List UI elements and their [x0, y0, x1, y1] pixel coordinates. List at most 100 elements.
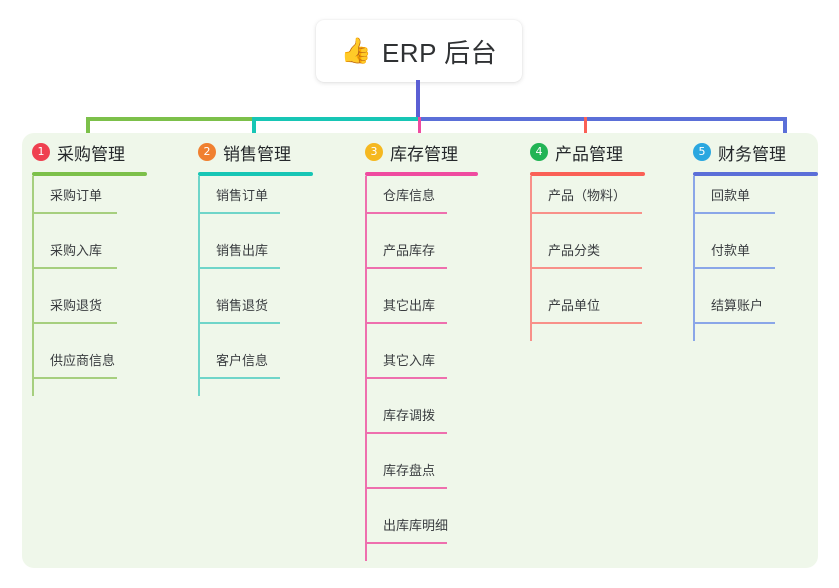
- branch-item-label: 结算账户: [711, 298, 764, 313]
- branch-item[interactable]: 出库库明细: [355, 506, 478, 561]
- branch-item-label: 产品单位: [548, 298, 601, 313]
- branch-item-underline: [32, 322, 117, 324]
- branch-item[interactable]: 客户信息: [188, 341, 313, 396]
- branch-item[interactable]: 付款单: [683, 231, 818, 286]
- branch-item-label: 销售出库: [216, 243, 269, 258]
- mindmap-panel: [22, 133, 818, 568]
- thumbs-up-icon: 👍: [340, 36, 372, 65]
- branch-item-label: 库存调拨: [383, 408, 436, 423]
- branch-trunk-line: [693, 176, 695, 341]
- root-node-title: ERP 后台: [381, 37, 498, 68]
- branch-header-2[interactable]: 2 销售管理: [188, 140, 313, 164]
- branch-column-1: 1 采购管理采购订单采购入库采购退货供应商信息: [22, 140, 147, 396]
- branch-item-label: 回款单: [711, 188, 751, 203]
- branch-item-label: 产品（物料）: [548, 188, 627, 203]
- branch-item-underline: [693, 212, 775, 214]
- branch-title: 产品管理: [555, 144, 623, 164]
- branch-item-underline: [365, 542, 447, 544]
- branch-item-underline: [693, 322, 775, 324]
- branch-item-underline: [365, 212, 447, 214]
- branch-item[interactable]: 产品（物料）: [520, 176, 645, 231]
- branch-trunk-line: [32, 176, 34, 396]
- branch-item-underline: [365, 377, 447, 379]
- branch-number-badge: 4: [530, 143, 548, 161]
- branch-item[interactable]: 采购订单: [22, 176, 147, 231]
- branch-title: 库存管理: [390, 144, 458, 164]
- branch-header-4[interactable]: 4 产品管理: [520, 140, 645, 164]
- branch-item[interactable]: 库存盘点: [355, 451, 478, 506]
- connector-bus-blue: [418, 117, 786, 121]
- branch-column-5: 5 财务管理回款单付款单结算账户: [683, 140, 818, 341]
- branch-item[interactable]: 采购入库: [22, 231, 147, 286]
- branch-column-4: 4 产品管理产品（物料） 产品分类产品单位: [520, 140, 645, 341]
- connector-root-stem: [416, 80, 420, 120]
- branch-items-4: 产品（物料） 产品分类产品单位: [520, 176, 645, 341]
- branch-number-badge: 5: [693, 143, 711, 161]
- branch-item-label: 销售订单: [216, 188, 269, 203]
- branch-item[interactable]: 供应商信息: [22, 341, 147, 396]
- branch-item-underline: [530, 322, 642, 324]
- branch-item-label: 库存盘点: [383, 463, 436, 478]
- branch-item[interactable]: 产品分类: [520, 231, 645, 286]
- root-node-content: 👍 ERP 后台: [341, 33, 497, 70]
- branch-header-underline: [693, 172, 818, 176]
- branch-item-underline: [365, 432, 447, 434]
- branch-item-label: 销售退货: [216, 298, 269, 313]
- branch-item-label: 客户信息: [216, 353, 269, 368]
- branch-title: 财务管理: [718, 144, 786, 164]
- branch-items-5: 回款单付款单结算账户: [683, 176, 818, 341]
- branch-item[interactable]: 产品单位: [520, 286, 645, 341]
- branch-item-label: 供应商信息: [50, 353, 116, 368]
- branch-header-1[interactable]: 1 采购管理: [22, 140, 147, 164]
- branch-header-underline: [32, 172, 147, 176]
- connector-bus-green: [86, 117, 254, 121]
- branch-trunk-line: [198, 176, 200, 396]
- branch-header-underline: [198, 172, 313, 176]
- connector-bus-teal: [252, 117, 420, 121]
- branch-item[interactable]: 销售订单: [188, 176, 313, 231]
- branch-item-label: 采购退货: [50, 298, 103, 313]
- branch-item[interactable]: 结算账户: [683, 286, 818, 341]
- branch-item-underline: [198, 267, 280, 269]
- branch-item-label: 其它入库: [383, 353, 436, 368]
- branch-trunk-line: [365, 176, 367, 561]
- branch-item[interactable]: 仓库信息: [355, 176, 478, 231]
- branch-item-underline: [530, 267, 642, 269]
- branch-item[interactable]: 库存调拨: [355, 396, 478, 451]
- branch-item-label: 产品分类: [548, 243, 601, 258]
- branch-item[interactable]: 回款单: [683, 176, 818, 231]
- branch-title: 采购管理: [57, 144, 125, 164]
- branch-number-badge: 2: [198, 143, 216, 161]
- branch-item-label: 其它出库: [383, 298, 436, 313]
- branch-items-1: 采购订单采购入库采购退货供应商信息: [22, 176, 147, 396]
- branch-item[interactable]: 其它入库: [355, 341, 478, 396]
- branch-item-label: 产品库存: [383, 243, 436, 258]
- branch-item-underline: [32, 267, 117, 269]
- branch-item[interactable]: 产品库存: [355, 231, 478, 286]
- branch-header-5[interactable]: 5 财务管理: [683, 140, 818, 164]
- branch-items-3: 仓库信息产品库存其它出库其它入库库存调拨库存盘点出库库明细: [355, 176, 478, 561]
- branch-trunk-line: [530, 176, 532, 341]
- branch-item-label: 出库库明细: [383, 518, 449, 533]
- branch-item[interactable]: 采购退货: [22, 286, 147, 341]
- root-node-erp-backend[interactable]: 👍 ERP 后台: [316, 20, 522, 82]
- branch-item[interactable]: 销售出库: [188, 231, 313, 286]
- branch-item-underline: [365, 487, 447, 489]
- branch-item-underline: [32, 377, 117, 379]
- branch-number-badge: 1: [32, 143, 50, 161]
- branch-item-label: 仓库信息: [383, 188, 436, 203]
- branch-item[interactable]: 销售退货: [188, 286, 313, 341]
- branch-item-underline: [693, 267, 775, 269]
- branch-item-underline: [32, 212, 117, 214]
- branch-header-underline: [365, 172, 478, 176]
- branch-item-underline: [198, 377, 280, 379]
- branch-item[interactable]: 其它出库: [355, 286, 478, 341]
- branch-column-2: 2 销售管理销售订单销售出库销售退货客户信息: [188, 140, 313, 396]
- branch-item-label: 付款单: [711, 243, 751, 258]
- branch-title: 销售管理: [223, 144, 291, 164]
- branch-item-underline: [198, 212, 280, 214]
- branch-header-underline: [530, 172, 645, 176]
- branch-item-underline: [365, 322, 447, 324]
